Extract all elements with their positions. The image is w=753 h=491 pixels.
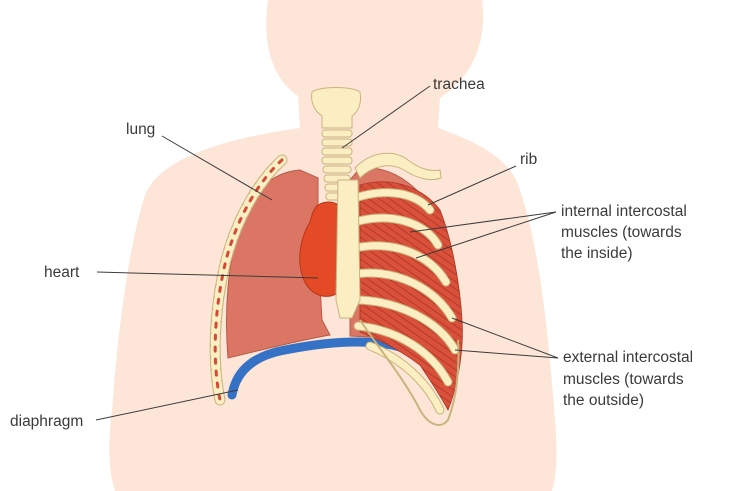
ribs [351,189,459,414]
leader-lines [95,85,559,421]
label-heart: heart [44,264,80,281]
external-leader-1 [451,317,559,359]
label-trachea: trachea [433,76,485,93]
label-external-1: external intercostal [563,349,693,366]
collarbone [354,152,442,181]
label-lung: lung [126,121,155,138]
external-leader-2 [454,349,559,359]
heart-leader [96,271,319,279]
trachea-leader [341,85,431,149]
label-internal-3: the inside) [561,245,633,262]
internal-leader-1 [409,211,557,233]
sternum [335,179,361,319]
diaphragm-leader [95,389,239,421]
label-external-3: the outside) [563,392,644,409]
internal-leader-2 [415,211,557,259]
label-internal-1: internal intercostal [561,203,687,220]
label-rib: rib [520,151,537,168]
label-internal-2: muscles (towards [561,224,682,241]
label-external-2: muscles (towards [563,371,684,388]
side-rib-strip [209,154,288,406]
larynx [311,87,361,129]
rib-leader [427,165,517,206]
trachea-rings [321,129,353,201]
label-diaphragm: diaphragm [10,413,83,430]
rib-cage [335,152,463,426]
labels: trachea lung rib internal intercostal mu… [10,76,693,430]
lung-leader [161,135,273,201]
costal-margin [359,319,460,426]
